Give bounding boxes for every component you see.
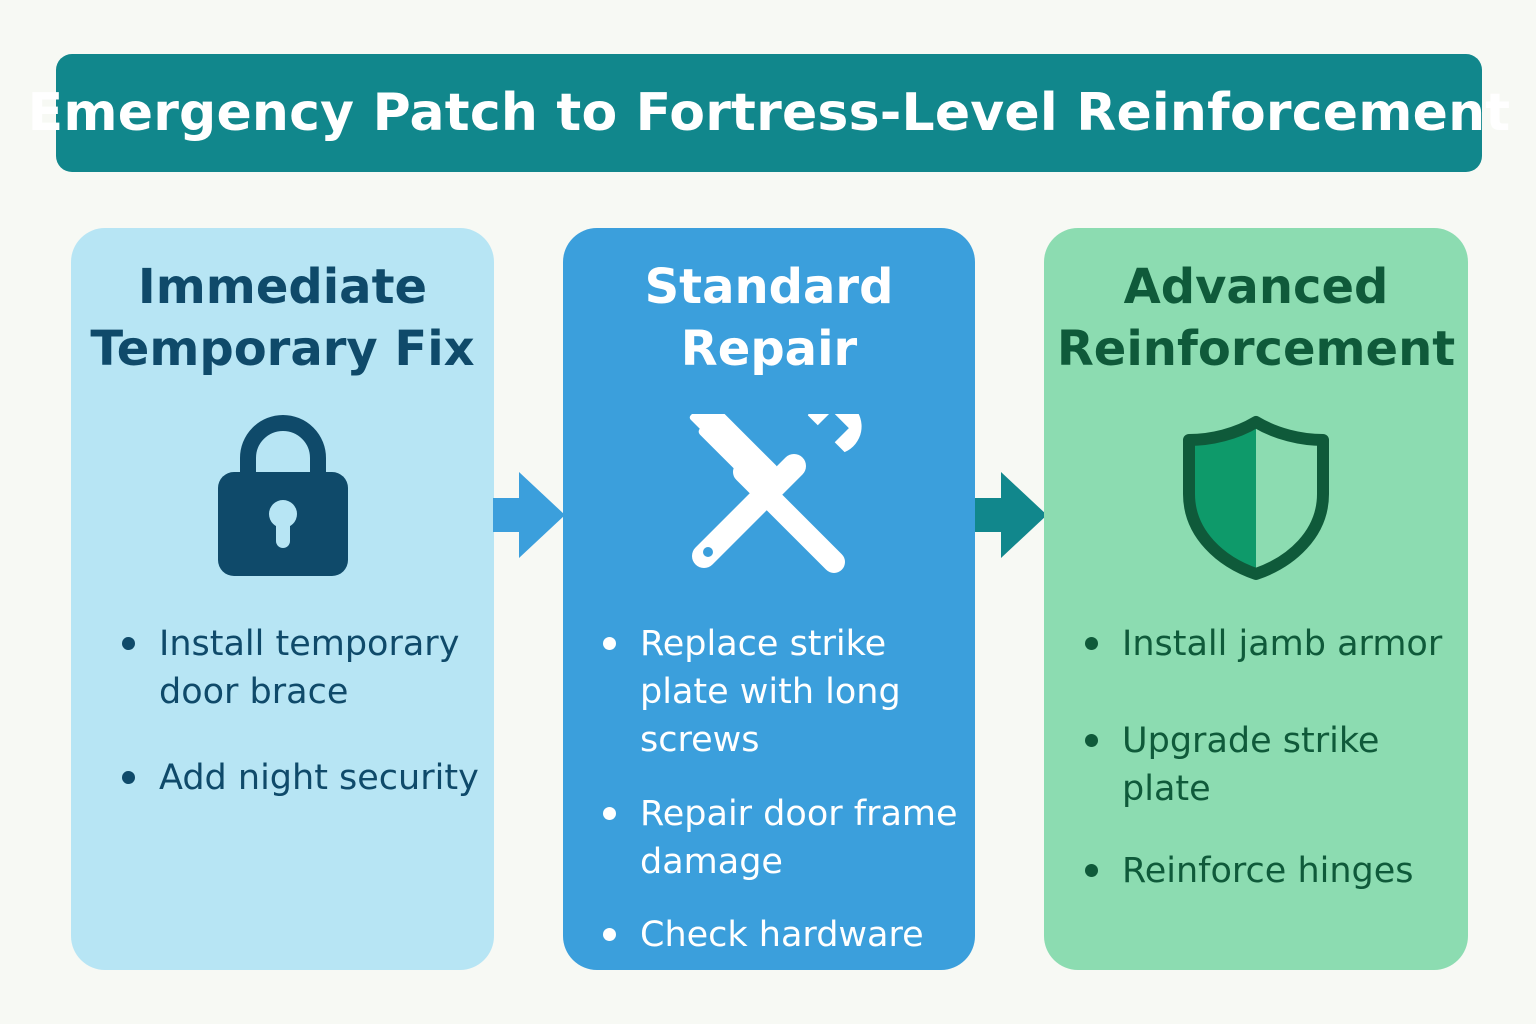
arrow-right-icon [493,472,565,562]
stage-standard-repair: Standard Repair Replace strike plate wit… [563,228,975,970]
bullet-line: Reinforce hinges [1122,851,1414,891]
stage-title-line: Advanced [1123,259,1389,315]
stage-immediate-temporary-fix: Immediate Temporary Fix Install temporar… [71,228,494,970]
bullet-dot [603,807,616,820]
stage-title-line: Repair [680,321,858,377]
list-item: Repair door frame damage [603,790,975,886]
bullet-line: Repair door frame [640,794,958,834]
bullet-dot [122,637,135,650]
bullet-line: Install temporary [159,624,460,664]
list-item: Upgrade strike plate [1085,717,1468,813]
bullet-line: door brace [159,672,349,712]
bullet-line: Install jamb armor [1122,624,1443,664]
bullet-line: Upgrade strike [1122,721,1380,761]
bullet-line: screws [640,720,760,760]
arrow-right-icon [975,472,1047,562]
stage-title-line: Immediate [137,259,428,315]
list-item: Add night security [122,754,494,802]
bullet-line: Add night security [159,758,479,798]
bullet-dot [1085,637,1098,650]
bullet-list: Replace strike plate with long screws Re… [603,620,975,959]
stage-title: Standard Repair [563,256,975,380]
page-title: Emergency Patch to Fortress-Level Reinfo… [27,83,1511,143]
bullet-line: plate [1122,769,1211,809]
list-item: Check hardware [603,911,975,959]
stage-title: Immediate Temporary Fix [71,256,494,380]
stage-advanced-reinforcement: Advanced Reinforcement Install jamb armo… [1044,228,1468,970]
bullet-line: Replace strike [640,624,887,664]
hammer-wrench-icon [674,398,864,578]
stage-title: Advanced Reinforcement [1044,256,1468,380]
bullet-dot [1085,734,1098,747]
title-banner: Emergency Patch to Fortress-Level Reinfo… [28,54,1510,172]
bullet-dot [122,771,135,784]
list-item: Reinforce hinges [1085,847,1468,895]
stage-title-line: Reinforcement [1056,321,1456,377]
stage-title-line: Temporary Fix [90,321,475,377]
bullet-dot [603,637,616,650]
bullet-dot [603,928,616,941]
bullet-list: Install jamb armor Upgrade strike plate … [1085,620,1468,895]
bullet-line: damage [640,842,783,882]
bullet-line: plate with long [640,672,901,712]
list-item: Install jamb armor [1085,620,1468,668]
list-item: Replace strike plate with long screws [603,620,975,764]
padlock-icon [217,414,348,580]
stage-title-line: Standard [644,259,894,315]
list-item: Install temporary door brace [122,620,494,716]
bullet-dot [1085,864,1098,877]
shield-icon [1181,414,1331,586]
bullet-line: Check hardware [640,915,924,955]
bullet-list: Install temporary door brace Add night s… [122,620,494,802]
